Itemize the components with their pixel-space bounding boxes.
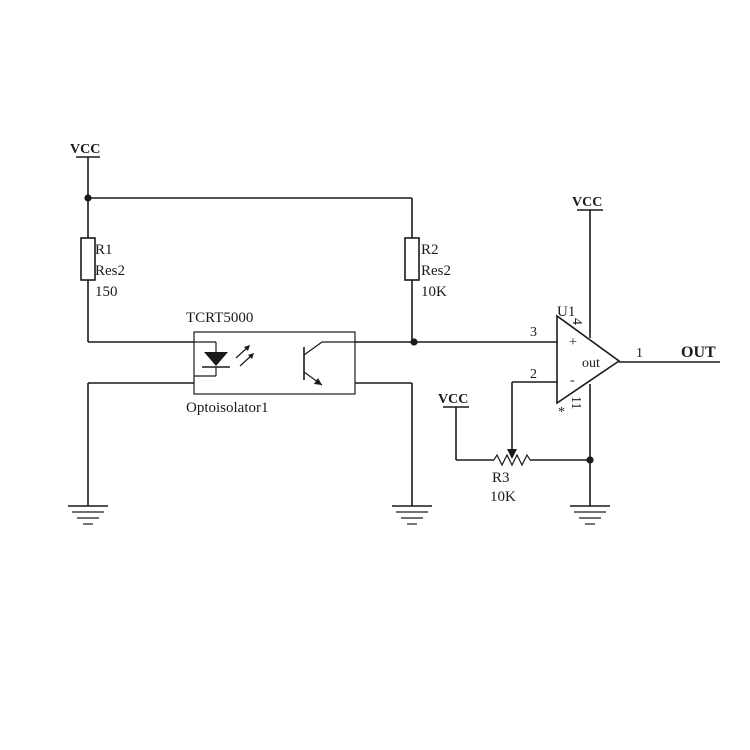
optoisolator-tcrt5000: TCRT5000 Optoisolator1 — [186, 310, 356, 416]
opto-part-label: TCRT5000 — [186, 310, 253, 326]
net-output-label: OUT — [681, 344, 716, 361]
ground-icon-middle — [392, 505, 432, 525]
vcc-label-left: VCC — [70, 142, 100, 157]
opamp-star: * — [558, 405, 565, 420]
resistor-r1: R1 Res2 150 — [80, 237, 125, 300]
opamp-plus-sign: + — [569, 335, 577, 350]
phototransistor-icon — [303, 341, 355, 386]
opamp-pin11: 11 — [568, 396, 583, 409]
junction-collector — [410, 338, 418, 346]
opamp-designator: U1 — [557, 304, 575, 320]
r1-designator: R1 — [95, 242, 113, 258]
ground-icon-left — [68, 505, 108, 525]
opamp-pin4: 4 — [569, 318, 584, 325]
opamp-pin3: 3 — [530, 325, 537, 340]
opto-box — [193, 331, 356, 395]
r2-value: 10K — [421, 284, 447, 300]
r1-type: Res2 — [95, 263, 125, 279]
opamp-minus-sign: - — [570, 373, 575, 388]
r3-designator: R3 — [492, 470, 510, 486]
opamp-out-label: out — [582, 356, 600, 371]
r3-value: 10K — [490, 489, 516, 505]
opamp-pin1: 1 — [636, 346, 643, 361]
r2-type: Res2 — [421, 263, 451, 279]
junction-top-left — [84, 194, 92, 202]
r1-value: 150 — [95, 284, 118, 300]
vcc-symbol-opamp: VCC — [572, 195, 603, 211]
opamp-pin2: 2 — [530, 367, 537, 382]
junction-pot-ground — [586, 456, 594, 464]
wiper-arrow-icon — [507, 449, 517, 459]
vcc-label-opamp: VCC — [572, 195, 602, 210]
resistor-r2: R2 Res2 10K — [404, 237, 451, 300]
opamp-triangle — [556, 314, 621, 405]
opamp-u1: U1 + - out * 3 2 1 4 11 — [530, 304, 643, 420]
vcc-symbol-left: VCC — [70, 142, 100, 158]
ground-icon-right — [570, 505, 610, 525]
led-icon — [194, 341, 254, 377]
vcc-label-pot: VCC — [438, 392, 468, 407]
vcc-symbol-pot: VCC — [438, 392, 469, 408]
r2-designator: R2 — [421, 242, 439, 258]
opto-designator: Optoisolator1 — [186, 400, 269, 416]
potentiometer-r3-zigzag — [493, 453, 531, 467]
